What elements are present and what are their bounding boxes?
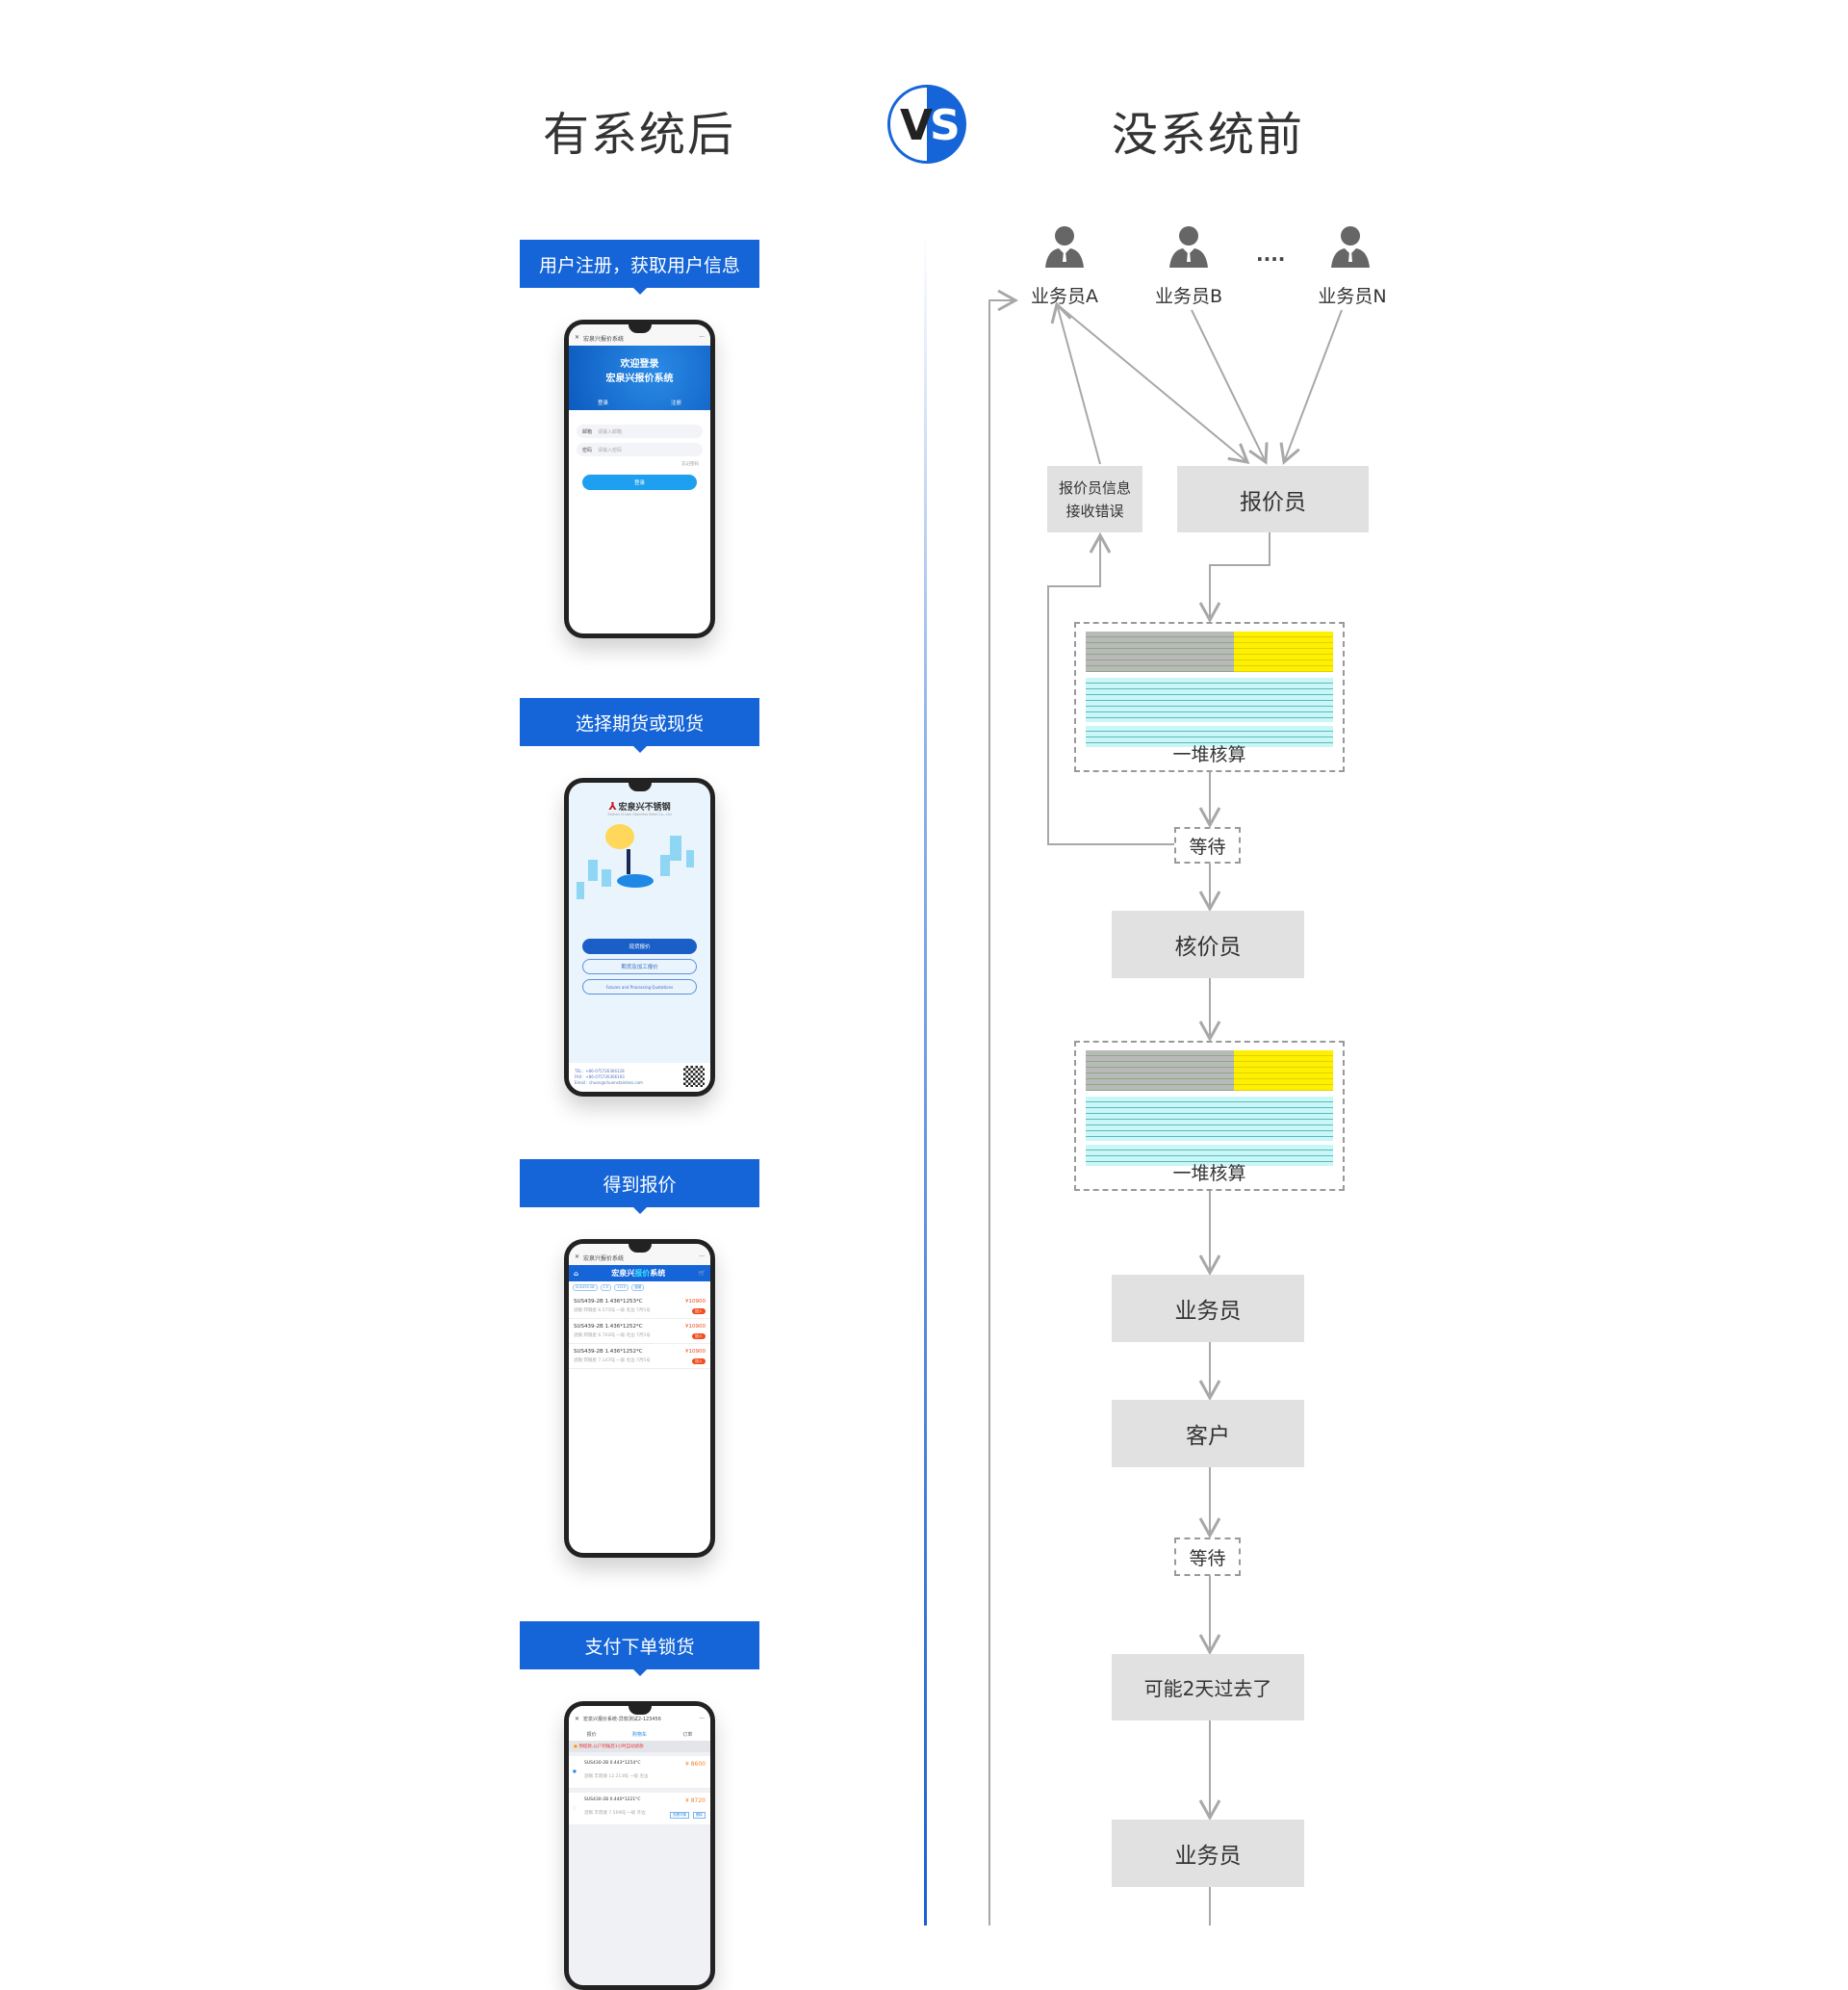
tag[interactable]: 1.5 bbox=[600, 1284, 612, 1291]
warning-icon: ● bbox=[574, 1744, 578, 1749]
filter-tags: SUS439-2B 1.5 1219 酒钢 bbox=[569, 1281, 710, 1294]
flow-connectors bbox=[988, 289, 1343, 1925]
step-quote: 得到报价 bbox=[520, 1159, 759, 1214]
delete-button[interactable]: 删除 bbox=[693, 1812, 706, 1819]
qr-code bbox=[683, 1066, 705, 1087]
illustration bbox=[569, 816, 710, 917]
vs-logo: V S bbox=[887, 85, 966, 164]
spot-quote-button[interactable]: 现货报价 bbox=[582, 939, 697, 954]
wait-box: 等待 bbox=[1174, 827, 1241, 864]
tab-quote[interactable]: 报价 bbox=[586, 1731, 597, 1738]
heap-label: 一堆核算 bbox=[1172, 1163, 1246, 1184]
home-icon[interactable]: ⌂ bbox=[574, 1269, 579, 1278]
customer-box: 客户 bbox=[1112, 1400, 1304, 1467]
welcome-banner: 欢迎登录 宏泉兴报价系统 登录 注册 bbox=[569, 346, 710, 410]
tab-cart[interactable]: 购物车 bbox=[631, 1731, 647, 1738]
quote-banner: ⌂ 宏泉兴报价系统 🛒 bbox=[569, 1265, 710, 1281]
two-days-box: 可能2天过去了 bbox=[1112, 1654, 1304, 1720]
center-divider bbox=[924, 231, 927, 1925]
phone-quote: ✕宏泉兴报价系统 ··· ⌂ 宏泉兴报价系统 🛒 SUS439-2B 1.5 12… bbox=[564, 1239, 715, 1558]
salesman-n-label: 业务员N bbox=[1318, 286, 1387, 307]
logo-subtitle: Foshan Chuen Stainless Steel Co., Ltd bbox=[607, 813, 672, 816]
tab-orders[interactable]: 订单 bbox=[682, 1731, 693, 1738]
checkbox-unchecked[interactable]: ○ bbox=[573, 1806, 577, 1811]
close-icon: ✕ bbox=[575, 1716, 580, 1722]
email-field[interactable]: 邮箱请输入邮箱 bbox=[577, 425, 703, 438]
more-icon[interactable]: ··· bbox=[699, 334, 705, 341]
notice: ● 预提款,公户到账后1小时自动退款 bbox=[569, 1741, 710, 1752]
step-pay: 支付下单锁货 bbox=[520, 1621, 759, 1676]
futures-en-button[interactable]: Futures and Processing Quotations bbox=[582, 979, 697, 995]
close-icon: ✕ bbox=[575, 1253, 580, 1260]
person-icon bbox=[1045, 226, 1084, 268]
salesman-box: 业务员 bbox=[1112, 1275, 1304, 1342]
tel: TEL：+86-075726366128 bbox=[575, 1069, 625, 1073]
tab-login[interactable]: 登录 bbox=[598, 401, 609, 406]
logo-icon: ⅄ bbox=[608, 800, 617, 813]
salesman-box-final: 业务员 bbox=[1112, 1820, 1304, 1887]
tab-register[interactable]: 注册 bbox=[670, 401, 681, 406]
quoter-box: 报价员 bbox=[1177, 466, 1369, 532]
logo-text: 宏泉兴不锈钢 bbox=[618, 803, 671, 813]
quoter-error-box: 报价员信息接收错误 bbox=[1047, 466, 1142, 532]
person-icon bbox=[1169, 226, 1208, 268]
tag[interactable]: 酒钢 bbox=[631, 1284, 645, 1291]
salesman-b-label: 业务员B bbox=[1154, 286, 1223, 307]
forgot-password-link[interactable]: 忘记密码 bbox=[681, 462, 699, 467]
wait-box: 等待 bbox=[1174, 1538, 1241, 1576]
person-icon bbox=[1331, 226, 1370, 268]
vs-v: V bbox=[900, 101, 934, 150]
checkbox-checked[interactable]: ● bbox=[573, 1770, 577, 1774]
ellipsis: .... bbox=[1256, 243, 1286, 266]
fax: FAX：+86-075726366193 bbox=[575, 1074, 625, 1079]
contact-footer: TEL：+86-075726366128 FAX：+86-07572636619… bbox=[569, 1063, 710, 1092]
more-icon[interactable]: ··· bbox=[699, 1716, 705, 1722]
heap-label: 一堆核算 bbox=[1172, 744, 1246, 765]
cart-icon[interactable]: 🛒 bbox=[698, 1270, 706, 1277]
checker-box: 核价员 bbox=[1112, 911, 1304, 978]
futures-quote-button[interactable]: 期货及加工报价 bbox=[582, 959, 697, 974]
step-register: 用户注册，获取用户信息 bbox=[520, 240, 759, 295]
detail-button[interactable]: 查看详情 bbox=[670, 1812, 689, 1819]
app-title: 宏泉兴报价系统 bbox=[583, 1255, 625, 1262]
step-select: 选择期货或现货 bbox=[520, 698, 759, 753]
system-name: 宏泉兴报价系统 bbox=[605, 374, 674, 384]
calc-sheet-2: 一堆核算 bbox=[1074, 1041, 1345, 1191]
salesman-a-label: 业务员A bbox=[1031, 286, 1098, 307]
cart-tabs: 报价 购物车 订单 bbox=[569, 1727, 710, 1741]
spreadsheet-image bbox=[1086, 632, 1333, 747]
calc-sheet-1: 一堆核算 bbox=[1074, 622, 1345, 772]
app-title: 宏泉兴报价系统 bbox=[583, 336, 625, 343]
welcome-text: 欢迎登录 bbox=[620, 359, 659, 370]
spreadsheet-image bbox=[1086, 1050, 1333, 1166]
password-field[interactable]: 密码请输入密码 bbox=[577, 443, 703, 456]
close-icon[interactable]: ✕ bbox=[575, 334, 580, 341]
app-title: 宏泉兴报价系统-异软测试2-123456 bbox=[583, 1717, 661, 1722]
before-system-title: 没系统前 bbox=[1111, 108, 1305, 162]
phone-login: ✕宏泉兴报价系统··· 欢迎登录 宏泉兴报价系统 登录 注册 邮箱请输入邮箱 密… bbox=[564, 320, 715, 638]
phone-select: ⅄ 宏泉兴不锈钢 Foshan Chuen Stainless Steel Co… bbox=[564, 778, 715, 1097]
tag[interactable]: SUS439-2B bbox=[573, 1284, 598, 1291]
vs-s: S bbox=[930, 101, 961, 150]
tag[interactable]: 1219 bbox=[614, 1284, 629, 1291]
login-button[interactable]: 登录 bbox=[582, 475, 697, 490]
after-system-title: 有系统后 bbox=[542, 108, 736, 162]
email: Email：chuen@chuenstainless.com bbox=[575, 1080, 643, 1085]
more-icon[interactable]: ··· bbox=[699, 1253, 705, 1260]
